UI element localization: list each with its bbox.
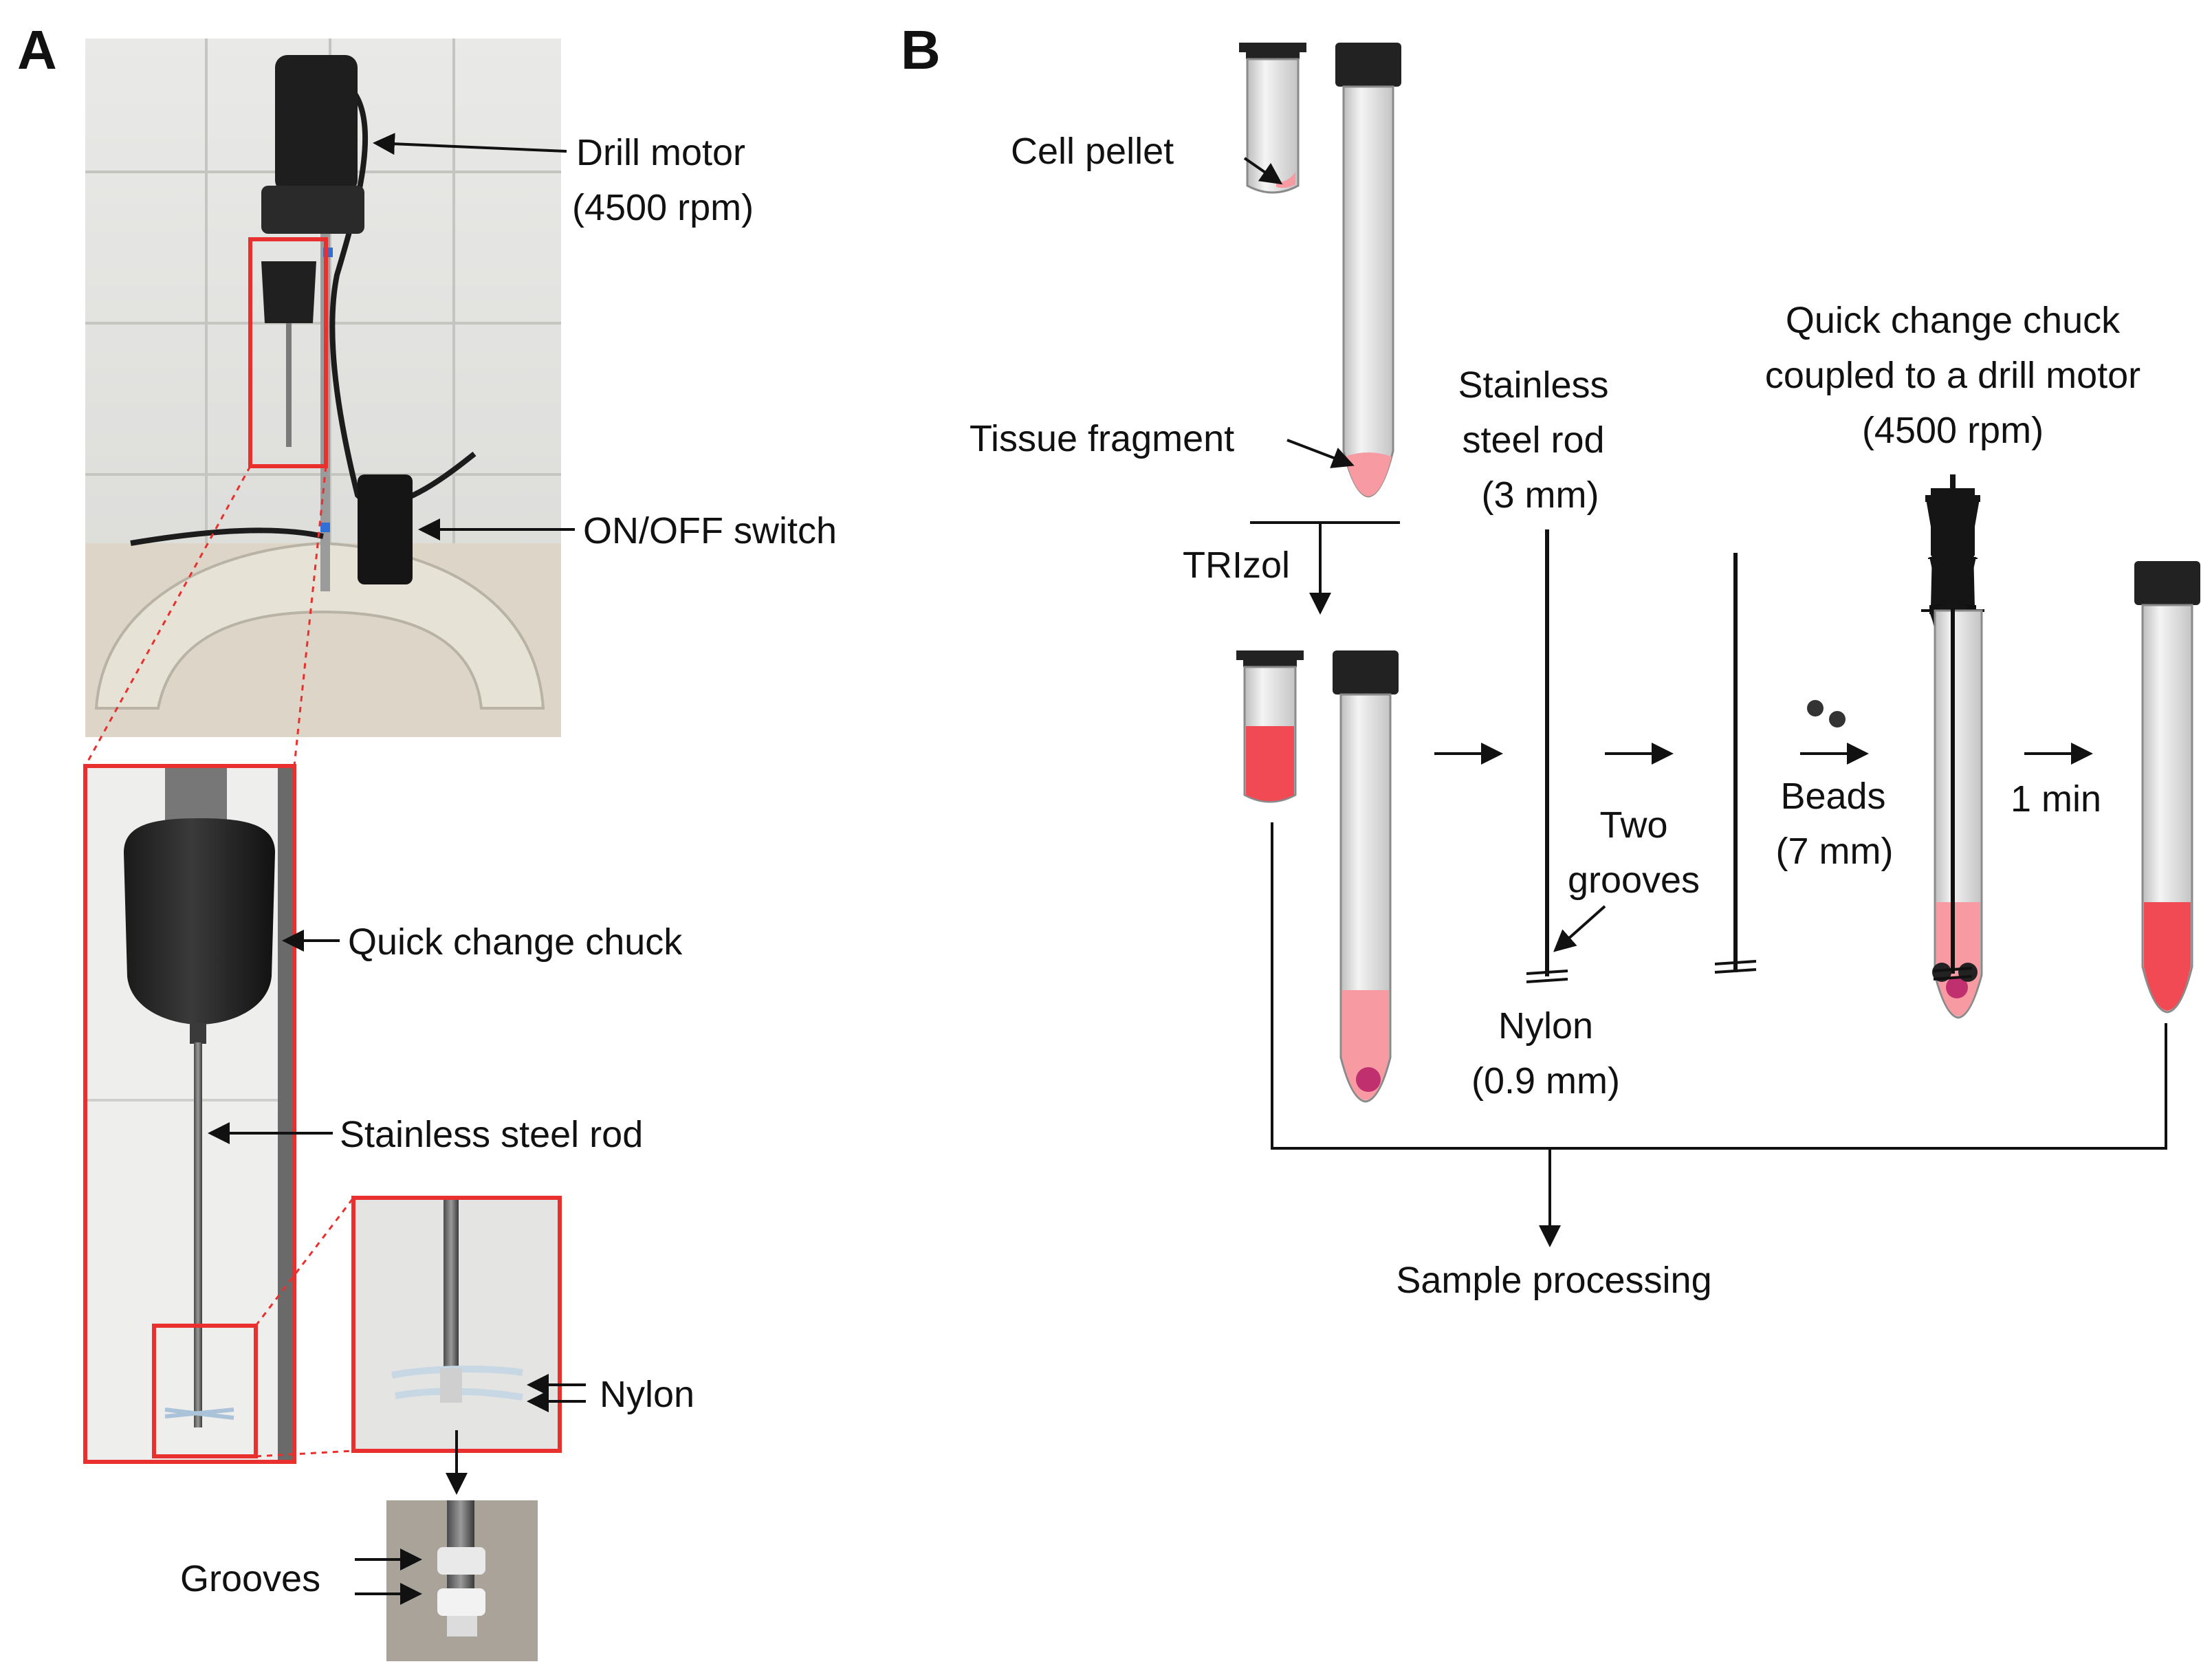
tube-cell-pellet <box>1239 43 1306 194</box>
grooves-closeup-photo <box>386 1500 538 1661</box>
label-cell-pellet: Cell pellet <box>1011 131 1174 172</box>
arrow-tissue-fragment <box>1286 439 1355 468</box>
label-two-grooves-line2: grooves <box>1568 860 1700 901</box>
nylon-closeup-photo <box>353 1198 560 1451</box>
label-on-off-switch: ON/OFF switch <box>583 510 837 551</box>
rod-assembled <box>1714 553 1757 974</box>
label-trizol: TRIzol <box>1183 545 1290 586</box>
label-nylon-b-line1: Nylon <box>1498 1005 1593 1047</box>
tube-homogenizing <box>1921 474 1984 1019</box>
label-one-minute: 1 min <box>2011 778 2101 820</box>
zoom-box-chuck <box>248 237 328 468</box>
zoom-box-nylon <box>83 764 296 1464</box>
tube-trizol-small <box>1236 650 1304 803</box>
label-two-grooves-line1: Two <box>1599 804 1667 846</box>
label-rod-line1: Stainless <box>1458 364 1608 406</box>
label-rod-line3: (3 mm) <box>1482 474 1599 516</box>
label-drill-motor-rpm: (4500 rpm) <box>572 187 754 228</box>
label-nylon-b-line2: (0.9 mm) <box>1471 1060 1620 1102</box>
drill-motor-body <box>275 55 358 193</box>
processing-bracket <box>1271 822 2167 1150</box>
arrow-drill-motor <box>373 133 567 155</box>
switch-body <box>358 474 413 584</box>
zoom-box-tip <box>152 1324 258 1458</box>
label-rod-line2: steel rod <box>1462 419 1604 461</box>
zoom-lines-2 <box>254 1197 355 1458</box>
homogenizer-photo <box>85 39 561 737</box>
tube-tissue-fragment <box>1335 43 1401 498</box>
tube-trizol-tissue <box>1333 650 1399 1103</box>
stand-base <box>94 541 545 710</box>
label-quick-change-chuck: Quick change chuck <box>348 921 683 963</box>
arrow-cell-pellet <box>1243 157 1283 185</box>
chuck-closeup-photo <box>85 766 294 1462</box>
label-stainless-steel-rod: Stainless steel rod <box>340 1114 643 1155</box>
arrow-two-grooves <box>1553 905 1606 952</box>
panel-b-letter: B <box>901 19 941 80</box>
label-sample-processing: Sample processing <box>1396 1260 1711 1301</box>
label-beads-line1: Beads <box>1780 776 1885 817</box>
rod-with-nylon <box>1526 529 1568 983</box>
label-chuck-line3: (4500 rpm) <box>1862 410 2044 451</box>
panel-a-letter: A <box>17 19 57 80</box>
rod-photo <box>194 1042 202 1427</box>
bead-1 <box>1807 700 1824 716</box>
label-tissue-fragment: Tissue fragment <box>970 418 1234 459</box>
label-chuck-line1: Quick change chuck <box>1786 300 2121 341</box>
tube-homogenized <box>2134 561 2200 1014</box>
label-drill-motor: Drill motor <box>576 132 745 173</box>
chuck-photo <box>124 818 275 1025</box>
bead-2 <box>1829 711 1846 727</box>
label-nylon-a: Nylon <box>600 1374 694 1415</box>
label-chuck-line2: coupled to a drill motor <box>1765 355 2140 396</box>
label-beads-line2: (7 mm) <box>1776 831 1894 872</box>
label-grooves: Grooves <box>180 1558 320 1599</box>
zoom-lines-1 <box>84 466 327 767</box>
small-chuck <box>261 261 316 323</box>
